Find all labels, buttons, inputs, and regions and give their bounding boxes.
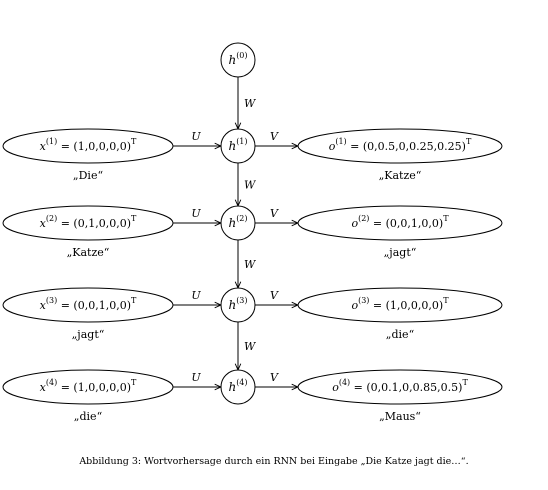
input-word-label: „Katze“ [67, 246, 110, 259]
input-vector-value: = (0,1,0,0,0) [57, 217, 131, 230]
output-word-label: „jagt“ [384, 246, 417, 259]
output-vector-transpose: T [443, 296, 449, 305]
recurrent-weight-label: W [244, 179, 257, 192]
initial-hidden-node: h(0) [220, 42, 256, 78]
input-vector-transpose: T [131, 137, 137, 146]
figure-caption: Abbildung 3: Wortvorhersage durch ein RN… [79, 456, 469, 467]
input-vector-base: x [40, 299, 47, 312]
input-vector-value: = (0,0,1,0,0) [57, 299, 131, 312]
hidden-state-base: h [228, 216, 236, 230]
output-vector-sup: (2) [358, 214, 369, 223]
svg-text:o(2) = (0,0,1,0,0)T: o(2) = (0,0,1,0,0)T [351, 214, 449, 230]
input-weight-label: U [191, 371, 201, 384]
output-vector-base: o [351, 299, 358, 312]
hidden-state-sup: (1) [236, 137, 247, 146]
input-vector-value: = (1,0,0,0,0) [57, 140, 131, 153]
svg-text:o(3) = (1,0,0,0,0)T: o(3) = (1,0,0,0,0)T [351, 296, 449, 312]
initial-hidden-base: h [228, 53, 236, 67]
output-node: o(1) = (0,0.5,0,0.25,0.25)T [297, 128, 503, 164]
output-vector-base: o [332, 381, 339, 394]
input-vector-transpose: T [131, 378, 137, 387]
output-vector-base: o [351, 217, 358, 230]
hidden-state-base: h [228, 139, 236, 153]
input-vector-base: x [40, 140, 47, 153]
svg-text:h(4): h(4) [228, 378, 247, 394]
hidden-node: h(3) [220, 287, 256, 323]
svg-text:x(3) = (0,0,1,0,0)T: x(3) = (0,0,1,0,0)T [40, 296, 137, 312]
output-weight-label: V [270, 289, 279, 302]
svg-text:h(2): h(2) [228, 214, 247, 230]
input-vector-value: = (1,0,0,0,0) [57, 381, 131, 394]
hidden-state-sup: (2) [236, 214, 247, 223]
output-weight-label: V [270, 207, 279, 220]
svg-text:x(4) = (1,0,0,0,0)T: x(4) = (1,0,0,0,0)T [40, 378, 137, 394]
input-node: x(1) = (1,0,0,0,0)T [2, 128, 174, 164]
output-word-label: „Maus“ [379, 410, 421, 423]
input-vector-transpose: T [131, 296, 137, 305]
svg-text:x(1) = (1,0,0,0,0)T: x(1) = (1,0,0,0,0)T [40, 137, 137, 153]
hidden-node: h(4) [220, 369, 256, 405]
output-weight-label: V [270, 130, 279, 143]
output-vector-transpose: T [462, 378, 468, 387]
svg-text:h(1): h(1) [228, 137, 247, 153]
initial-hidden-sup: (0) [236, 51, 247, 60]
time-step-1: Wx(1) = (1,0,0,0,0)T„Die“Uh(1)Vo(1) = (0… [2, 77, 503, 182]
svg-text:h(3): h(3) [228, 296, 247, 312]
hidden-node: h(2) [220, 205, 256, 241]
recurrent-weight-label: W [244, 258, 257, 271]
input-vector-base: x [40, 381, 47, 394]
svg-text:o(4) = (0,0.1,0,0.85,0.5)T: o(4) = (0,0.1,0,0.85,0.5)T [332, 378, 468, 394]
rnn-unrolled-diagram: h(0) Wx(1) = (1,0,0,0,0)T„Die“Uh(1)Vo(1)… [2, 42, 503, 423]
output-vector-value: = (0,0.1,0,0.85,0.5) [350, 381, 462, 394]
output-vector-transpose: T [443, 214, 449, 223]
input-node: x(3) = (0,0,1,0,0)T [2, 287, 174, 323]
input-word-label: „Die“ [73, 169, 104, 182]
output-vector-transpose: T [466, 137, 472, 146]
output-vector-value: = (0,0,1,0,0) [369, 217, 443, 230]
svg-text:x(2) = (0,1,0,0,0)T: x(2) = (0,1,0,0,0)T [40, 214, 137, 230]
input-vector-transpose: T [131, 214, 137, 223]
time-step-4: Wx(4) = (1,0,0,0,0)T„die“Uh(4)Vo(4) = (0… [2, 322, 503, 423]
input-weight-label: U [191, 130, 201, 143]
output-node: o(2) = (0,0,1,0,0)T [297, 205, 503, 241]
recurrent-weight-label: W [244, 340, 257, 353]
time-step-3: Wx(3) = (0,0,1,0,0)T„jagt“Uh(3)Vo(3) = (… [2, 240, 503, 341]
hidden-state-base: h [228, 298, 236, 312]
input-vector-sup: (1) [46, 137, 57, 146]
output-vector-value: = (0,0.5,0,0.25,0.25) [347, 140, 466, 153]
output-vector-value: = (1,0,0,0,0) [369, 299, 443, 312]
input-word-label: „jagt“ [72, 328, 105, 341]
hidden-node: h(1) [220, 128, 256, 164]
output-vector-base: o [329, 140, 336, 153]
recurrent-weight-label: W [244, 97, 257, 110]
input-vector-sup: (3) [46, 296, 57, 305]
svg-text:h(0): h(0) [228, 51, 247, 67]
hidden-state-sup: (4) [236, 378, 247, 387]
output-node: o(4) = (0,0.1,0,0.85,0.5)T [297, 369, 503, 405]
output-weight-label: V [270, 371, 279, 384]
output-node: o(3) = (1,0,0,0,0)T [297, 287, 503, 323]
input-weight-label: U [191, 289, 201, 302]
input-vector-sup: (4) [46, 378, 57, 387]
output-word-label: „die“ [386, 328, 415, 341]
output-vector-sup: (1) [335, 137, 346, 146]
input-node: x(4) = (1,0,0,0,0)T [2, 369, 174, 405]
input-vector-base: x [40, 217, 47, 230]
time-step-2: Wx(2) = (0,1,0,0,0)T„Katze“Uh(2)Vo(2) = … [2, 163, 503, 259]
input-weight-label: U [191, 207, 201, 220]
svg-text:o(1) = (0,0.5,0,0.25,0.25)T: o(1) = (0,0.5,0,0.25,0.25)T [329, 137, 472, 153]
output-word-label: „Katze“ [379, 169, 422, 182]
hidden-state-sup: (3) [236, 296, 247, 305]
input-vector-sup: (2) [46, 214, 57, 223]
input-word-label: „die“ [74, 410, 103, 423]
output-vector-sup: (4) [339, 378, 350, 387]
input-node: x(2) = (0,1,0,0,0)T [2, 205, 174, 241]
output-vector-sup: (3) [358, 296, 369, 305]
hidden-state-base: h [228, 380, 236, 394]
